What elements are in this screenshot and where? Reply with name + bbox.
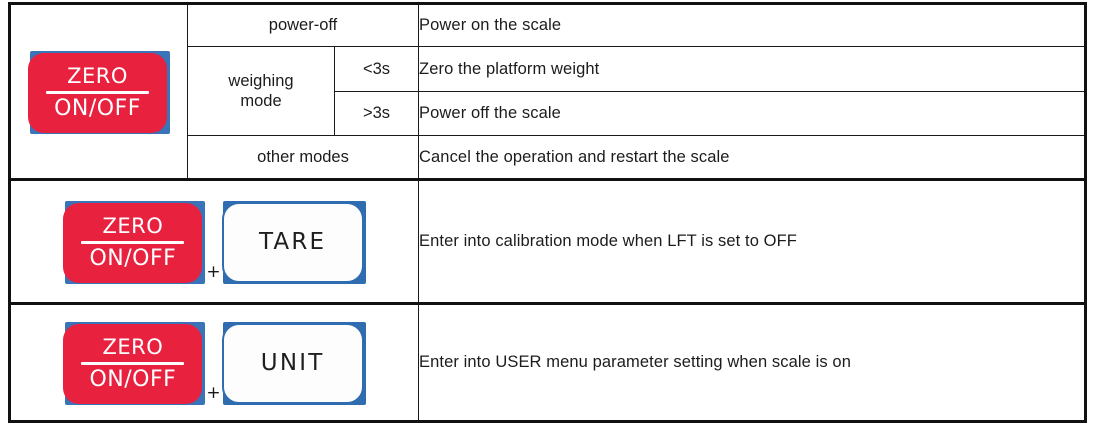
key-function-table: ZERO ON/OFF power-off Power on the scale…: [8, 2, 1088, 423]
description-cell-cancel-restart: Cancel the operation and restart the sca…: [418, 135, 1087, 181]
description-cell-zero-platform: Zero the platform weight: [418, 46, 1087, 92]
duration-cell-short-press: <3s: [333, 46, 420, 92]
zero-key-graphic[interactable]: ZERO ON/OFF: [11, 50, 187, 134]
zero-key-label-bottom: ON/OFF: [54, 95, 141, 121]
duration-cell-long-press: >3s: [333, 91, 420, 136]
zero-plus-unit-graphic[interactable]: ZERO ON/OFF + UNIT: [11, 321, 418, 405]
zero-on-off-key[interactable]: ZERO ON/OFF: [63, 200, 206, 284]
table-row: ZERO ON/OFF + TARE: [8, 178, 1087, 305]
key-face: ZERO ON/OFF: [28, 52, 167, 133]
table-row: ZERO ON/OFF power-off Power on the scale: [9, 3, 1087, 180]
description-cell-calibration-mode: Enter into calibration mode when LFT is …: [418, 178, 1087, 305]
key-face: UNIT: [221, 322, 364, 404]
mode-cell-power-off: power-off: [186, 3, 420, 47]
plus-icon: +: [206, 261, 221, 282]
table-row: ZERO ON/OFF + UNIT: [8, 302, 1087, 423]
key-combo-cell-zero-unit: ZERO ON/OFF + UNIT: [8, 302, 420, 423]
key-face: TARE: [221, 201, 364, 283]
tare-key[interactable]: TARE: [221, 200, 366, 284]
table-row: >3s Power off the scale: [10, 91, 1087, 136]
mode-label-line-1: weighing: [228, 71, 294, 90]
key-divider-rule: [81, 240, 185, 244]
table-row: other modes Cancel the operation and res…: [10, 135, 1087, 181]
unit-key-label: UNIT: [260, 350, 325, 376]
mode-cell-other-modes: other modes: [186, 135, 420, 181]
key-combo-cell-zero-tare: ZERO ON/OFF + TARE: [8, 178, 420, 305]
description-cell-power-off: Power off the scale: [418, 91, 1087, 136]
zero-plus-tare-graphic[interactable]: ZERO ON/OFF + TARE: [11, 200, 418, 284]
table-row: weighing mode <3s Zero the platform weig…: [10, 46, 1087, 136]
description-cell-power-on: Power on the scale: [418, 3, 1087, 47]
zero-key-label-top: ZERO: [102, 334, 164, 359]
key-face: ZERO ON/OFF: [63, 323, 203, 404]
key-divider-rule: [81, 361, 185, 365]
unit-key[interactable]: UNIT: [221, 321, 366, 405]
zero-key-label-top: ZERO: [102, 213, 164, 238]
tare-key-label: TARE: [258, 229, 327, 255]
zero-key-label-bottom: ON/OFF: [89, 245, 177, 271]
zero-key-label-top: ZERO: [67, 63, 128, 88]
key-divider-rule: [46, 90, 149, 94]
mode-label-line-2: mode: [240, 92, 282, 110]
zero-key-label-bottom: ON/OFF: [89, 366, 177, 392]
plus-icon: +: [206, 382, 221, 403]
zero-on-off-key[interactable]: ZERO ON/OFF: [63, 321, 206, 405]
key-graphic-cell-zero: ZERO ON/OFF: [9, 3, 188, 180]
key-face: ZERO ON/OFF: [63, 202, 203, 283]
mode-cell-weighing-mode: weighing mode: [187, 46, 335, 136]
description-cell-user-menu: Enter into USER menu parameter setting w…: [418, 302, 1087, 423]
zero-on-off-key[interactable]: ZERO ON/OFF: [28, 50, 170, 134]
